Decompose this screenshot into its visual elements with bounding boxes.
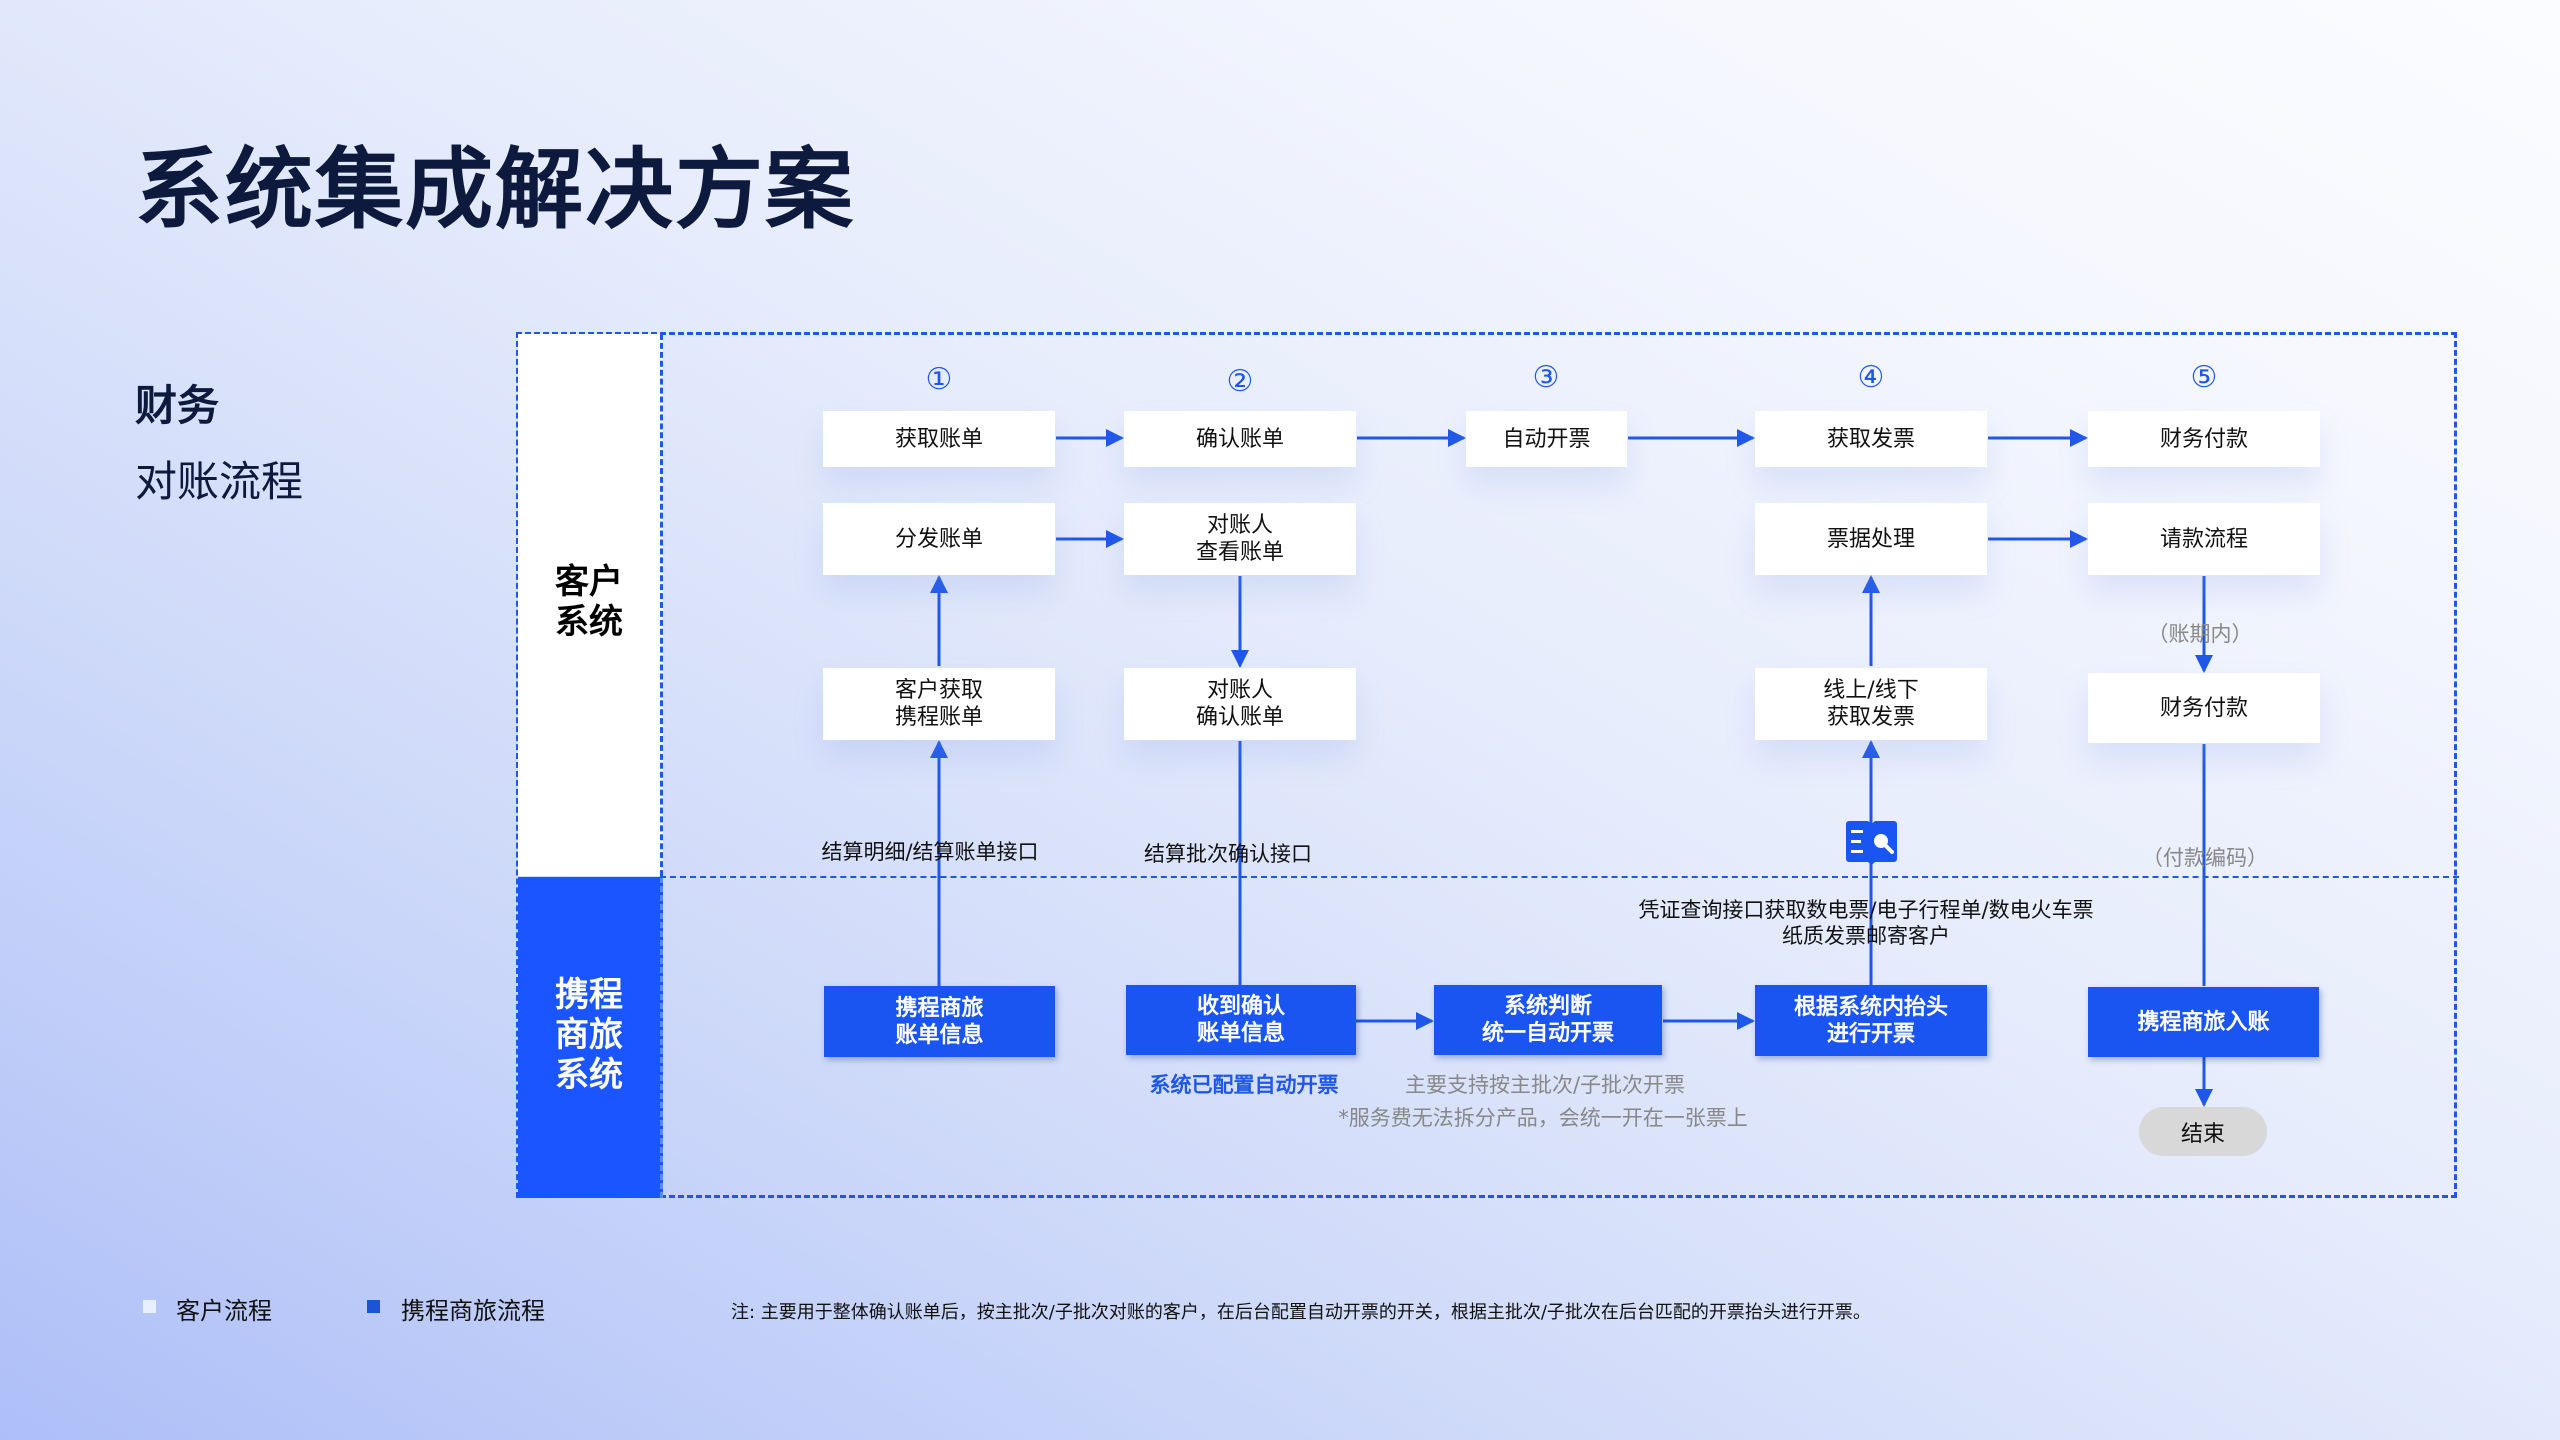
label-batch-support: 主要支持按主批次/子批次开票 [1404,1073,1686,1097]
lane-ctrip-system: 携程 商旅 系统 [518,877,663,1198]
footnote: 注: 主要用于整体确认账单后，按主批次/子批次对账的客户，在后台配置自动开票的开… [731,1302,1871,1323]
page-title: 系统集成解决方案 [135,138,856,241]
node-payment-request: 请款流程 [2088,503,2320,575]
lane-divider [660,876,2459,878]
node-get-bill: 获取账单 [823,411,1055,467]
label-service-fee-note: *服务费无法拆分产品，会统一开在一张票上 [1338,1106,1748,1130]
label-voucher-api-line1: 凭证查询接口获取数电票/电子行程单/数电火车票 [1638,898,2094,922]
node-online-offline-invoice: 线上/线下 获取发票 [1755,668,1987,740]
node-reconciler-view: 对账人 查看账单 [1124,503,1356,575]
node-received-confirm: 收到确认 账单信息 [1126,985,1356,1055]
node-auto-invoice: 自动开票 [1466,411,1627,467]
lane-client-system: 客户 系统 [518,334,663,876]
section-heading: 财务 [135,381,220,430]
flow-frame [516,332,2457,1198]
step-4: ④ [1857,360,1885,395]
label-payment-code: （付款编码） [2142,846,2268,870]
node-ctrip-posting: 携程商旅入账 [2088,987,2319,1057]
node-finance-pay-1: 财务付款 [2088,411,2320,467]
node-distribute-bill: 分发账单 [823,503,1055,575]
node-system-judge: 系统判断 统一自动开票 [1434,985,1662,1055]
lane-client-label: 客户 系统 [555,562,623,642]
step-1: ① [925,362,953,397]
node-get-invoice: 获取发票 [1755,411,1987,467]
legend-client-label: 客户流程 [176,1297,272,1325]
document-search-icon [1846,821,1897,865]
label-auto-invoice-configured: 系统已配置自动开票 [1149,1073,1339,1097]
label-voucher-api-line2: 纸质发票邮寄客户 [1782,924,1950,948]
legend-ctrip-swatch [367,1300,380,1313]
step-3: ③ [1532,360,1560,395]
node-client-get-ctrip-bill: 客户获取 携程账单 [823,668,1055,740]
node-confirm-bill: 确认账单 [1124,411,1356,467]
label-within-period: （账期内） [2147,622,2253,646]
node-ctrip-bill-info: 携程商旅 账单信息 [824,986,1055,1057]
legend-ctrip-label: 携程商旅流程 [401,1297,545,1325]
step-5: ⑤ [2190,360,2218,395]
node-end: 结束 [2139,1107,2267,1156]
legend-client-swatch [143,1300,156,1313]
node-reconciler-confirm: 对账人 确认账单 [1124,668,1356,740]
label-settlement-api: 结算明细/结算账单接口 [821,840,1039,864]
node-invoice-by-title: 根据系统内抬头 进行开票 [1755,985,1987,1056]
lane-ctrip-label: 携程 商旅 系统 [555,975,623,1095]
node-invoice-processing: 票据处理 [1755,503,1987,575]
section-subheading: 对账流程 [135,457,304,506]
node-finance-pay-2: 财务付款 [2088,673,2320,743]
label-batch-confirm-api: 结算批次确认接口 [1144,842,1312,866]
step-2: ② [1226,364,1254,399]
